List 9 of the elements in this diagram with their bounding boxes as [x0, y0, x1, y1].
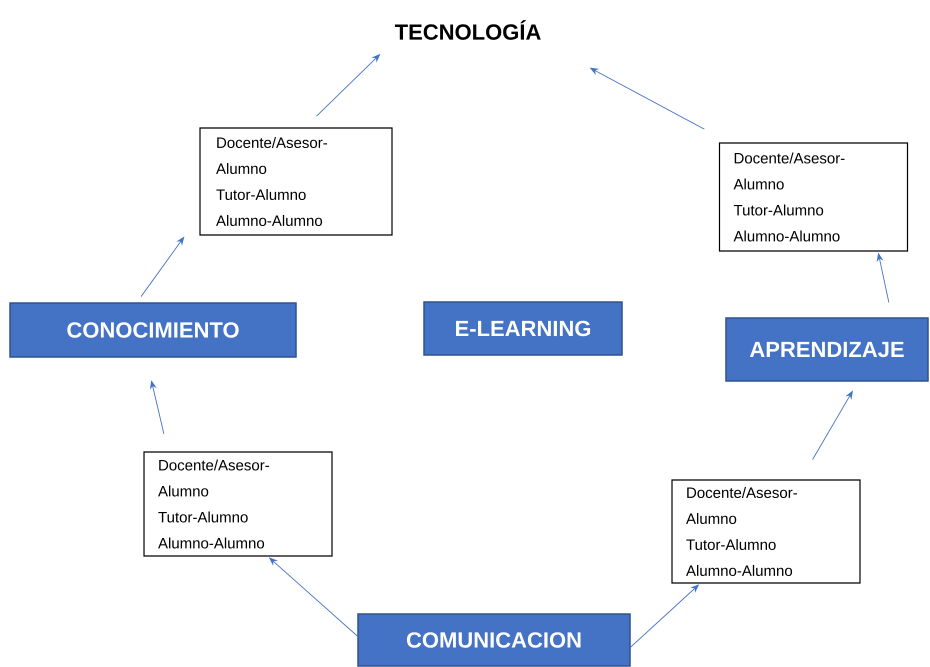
- relation-box: Docente/Asesor-Alumno Tutor-Alumno Alumno-Alumno: [199, 127, 393, 236]
- heading-text: TECNOLOGÍA: [394, 20, 541, 40]
- relation-box: Docente/Asesor-Alumno Tutor-Alumno Alumno-Alumno: [671, 479, 861, 584]
- relation-box: Docente/Asesor-Alumno Tutor-Alumno Alumno-Alumno: [718, 142, 908, 252]
- concept-box: E-LEARNING: [423, 301, 623, 356]
- concept-box: CONOCIMIENTO: [9, 302, 297, 358]
- concept-box: APRENDIZAJE: [725, 317, 929, 382]
- relation-box: Docente/Asesor-Alumno Tutor-Alumno Alumno-Alumno: [143, 451, 333, 557]
- concept-box: COMUNICACION: [357, 613, 631, 667]
